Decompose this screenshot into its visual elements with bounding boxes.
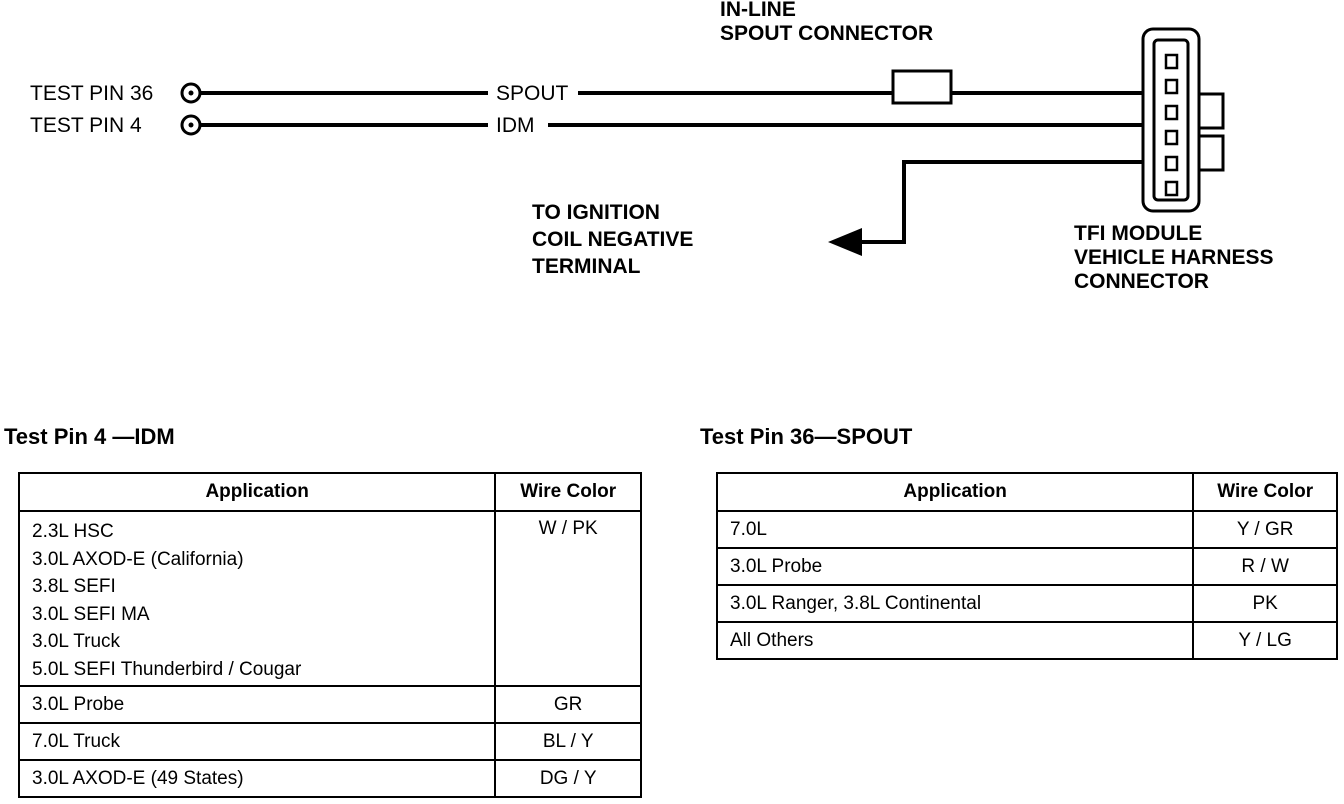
wire-color-header: Wire Color	[494, 472, 642, 512]
tfi-label-2: VEHICLE HARNESS	[1074, 246, 1274, 269]
application-item: 3.8L SEFI	[32, 576, 116, 597]
wiring-diagram: IN-LINE SPOUT CONNECTOR TEST PIN 36 TEST…	[30, 0, 1274, 293]
wire-color-cell: W / PK	[494, 510, 642, 687]
ignition-label-1: TO IGNITION	[532, 201, 660, 224]
test-pin-4-terminal	[180, 114, 202, 136]
wire-color-cell: BL / Y	[494, 722, 642, 761]
wire-color-cell: GR	[494, 685, 642, 724]
test-pin-36-terminal	[180, 82, 202, 104]
table-row: 7.0L Truck BL / Y	[17, 722, 642, 761]
application-cell: 2.3L HSC 3.0L AXOD-E (California) 3.8L S…	[17, 510, 497, 687]
idm-wire-label: IDM	[496, 114, 535, 137]
table-row: 7.0L Y / GR	[715, 510, 1338, 549]
wire-color-cell: Y / LG	[1192, 621, 1338, 660]
wire-color-header: Wire Color	[1192, 472, 1338, 512]
spout-table-title: Test Pin 36—SPOUT	[700, 424, 913, 449]
application-header: Application	[715, 472, 1195, 512]
test-pin-4-label: TEST PIN 4	[30, 114, 142, 137]
inline-connector-label-1: IN-LINE	[720, 0, 796, 21]
arrow-left-icon	[828, 228, 862, 256]
table-row: 3.0L Probe GR	[17, 685, 642, 724]
table-row: 3.0L Probe R / W	[715, 547, 1338, 586]
inline-spout-connector	[891, 69, 953, 105]
tfi-label-3: CONNECTOR	[1074, 270, 1209, 293]
tfi-module-connector	[1141, 27, 1225, 213]
tfi-label-1: TFI MODULE	[1074, 222, 1202, 245]
table-row: 3.0L AXOD-E (49 States) DG / Y	[17, 759, 642, 798]
table-row: 3.0L Ranger, 3.8L Continental PK	[715, 584, 1338, 623]
application-item: 2.3L HSC	[32, 521, 114, 542]
application-cell: All Others	[715, 621, 1195, 660]
application-cell: 3.0L Probe	[715, 547, 1195, 586]
application-item: 5.0L SEFI Thunderbird / Cougar	[32, 658, 302, 680]
ignition-label-3: TERMINAL	[532, 255, 641, 278]
application-item: 3.0L Truck	[32, 631, 121, 652]
application-item: 3.0L AXOD-E (California)	[32, 548, 244, 570]
application-cell: 7.0L Truck	[17, 722, 497, 761]
spout-wire-label: SPOUT	[496, 82, 569, 105]
idm-wire-table: Application Wire Color 2.3L HSC 3.0L AXO…	[17, 472, 642, 798]
application-cell: 3.0L AXOD-E (49 States)	[17, 759, 497, 798]
ignition-coil-wire	[828, 160, 1162, 256]
ignition-label-2: COIL NEGATIVE	[532, 228, 693, 251]
wire-color-cell: Y / GR	[1192, 510, 1338, 549]
application-cell: 3.0L Ranger, 3.8L Continental	[715, 584, 1195, 623]
application-item: 3.0L SEFI MA	[32, 603, 150, 625]
idm-table-title: Test Pin 4 —IDM	[4, 424, 175, 449]
table-row: All Others Y / LG	[715, 621, 1338, 660]
spout-wire-table: Application Wire Color 7.0L Y / GR 3.0L …	[715, 472, 1338, 660]
application-cell: 7.0L	[715, 510, 1195, 549]
application-cell: 3.0L Probe	[17, 685, 497, 724]
wire-color-cell: DG / Y	[494, 759, 642, 798]
wire-color-cell: R / W	[1192, 547, 1338, 586]
application-header: Application	[17, 472, 497, 512]
table-row: 2.3L HSC 3.0L AXOD-E (California) 3.8L S…	[17, 510, 642, 687]
inline-connector-label-2: SPOUT CONNECTOR	[720, 22, 933, 45]
test-pin-36-label: TEST PIN 36	[30, 82, 153, 105]
wire-color-cell: PK	[1192, 584, 1338, 623]
